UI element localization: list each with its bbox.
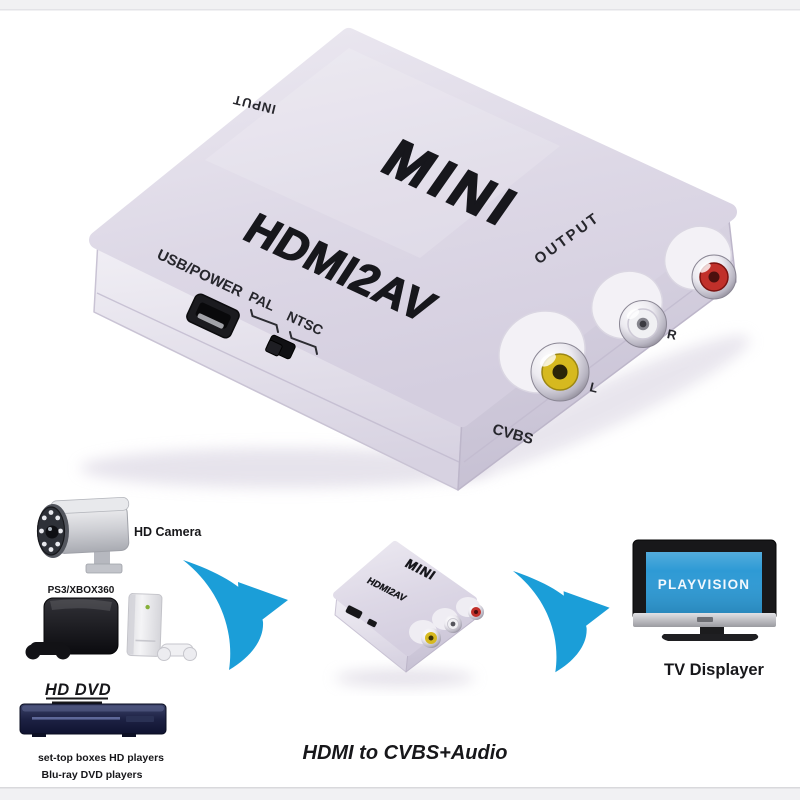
pal-bracket <box>250 309 279 333</box>
xbox-console <box>126 593 163 657</box>
box-lid-seam <box>96 259 734 463</box>
camera-led-ring <box>39 510 63 552</box>
box-shadow-right <box>450 335 750 481</box>
audio-right-label: R <box>666 326 679 343</box>
diagram-converter-jacks <box>409 597 484 648</box>
sources-line2: Blu-ray DVD players <box>42 769 143 781</box>
flow-arrow-1 <box>183 560 288 670</box>
flow-arrow-2 <box>513 571 610 673</box>
hddvd-logo: HD DVD <box>45 681 111 699</box>
ps3-console <box>43 597 119 655</box>
diagram-converter: MINI HDMI2AV <box>333 541 484 687</box>
xbox-controller <box>157 643 197 661</box>
top-border-strip <box>0 0 800 11</box>
consoles-label: PS3/XBOX360 <box>48 585 115 596</box>
hd-camera <box>36 496 130 574</box>
tv-label: TV Displayer <box>664 661 765 679</box>
ps3-controller <box>25 642 71 660</box>
bottom-border-strip <box>0 787 800 800</box>
rca-jack-left <box>590 270 667 348</box>
sources-line1: set-top boxes HD players <box>38 752 164 764</box>
dvd-player <box>19 703 167 737</box>
hddvd-underline <box>46 697 108 704</box>
product-photo: INPUT MINI HDMI2AV USB/POWER PAL NTSC OU… <box>80 28 750 491</box>
box-shadow-left <box>80 448 490 488</box>
camera-label: HD Camera <box>134 525 202 539</box>
camera-lens <box>45 525 59 539</box>
mini-usb-port <box>186 293 240 339</box>
rca-jack-right <box>663 225 737 300</box>
tv-screen-text: PLAYVISION <box>658 577 751 592</box>
diagram-caption: HDMI to CVBS+Audio <box>303 742 508 764</box>
rca-jack-cvbs <box>498 310 590 402</box>
tv-displayer: PLAYVISION <box>632 539 777 641</box>
audio-left-label: L <box>588 379 599 395</box>
box-top-sheen <box>205 48 560 258</box>
pal-ntsc-switch <box>265 334 296 360</box>
connection-diagram: HD Camera PS3/XBOX360 HD DVD <box>19 496 777 781</box>
ntsc-bracket <box>289 331 318 355</box>
